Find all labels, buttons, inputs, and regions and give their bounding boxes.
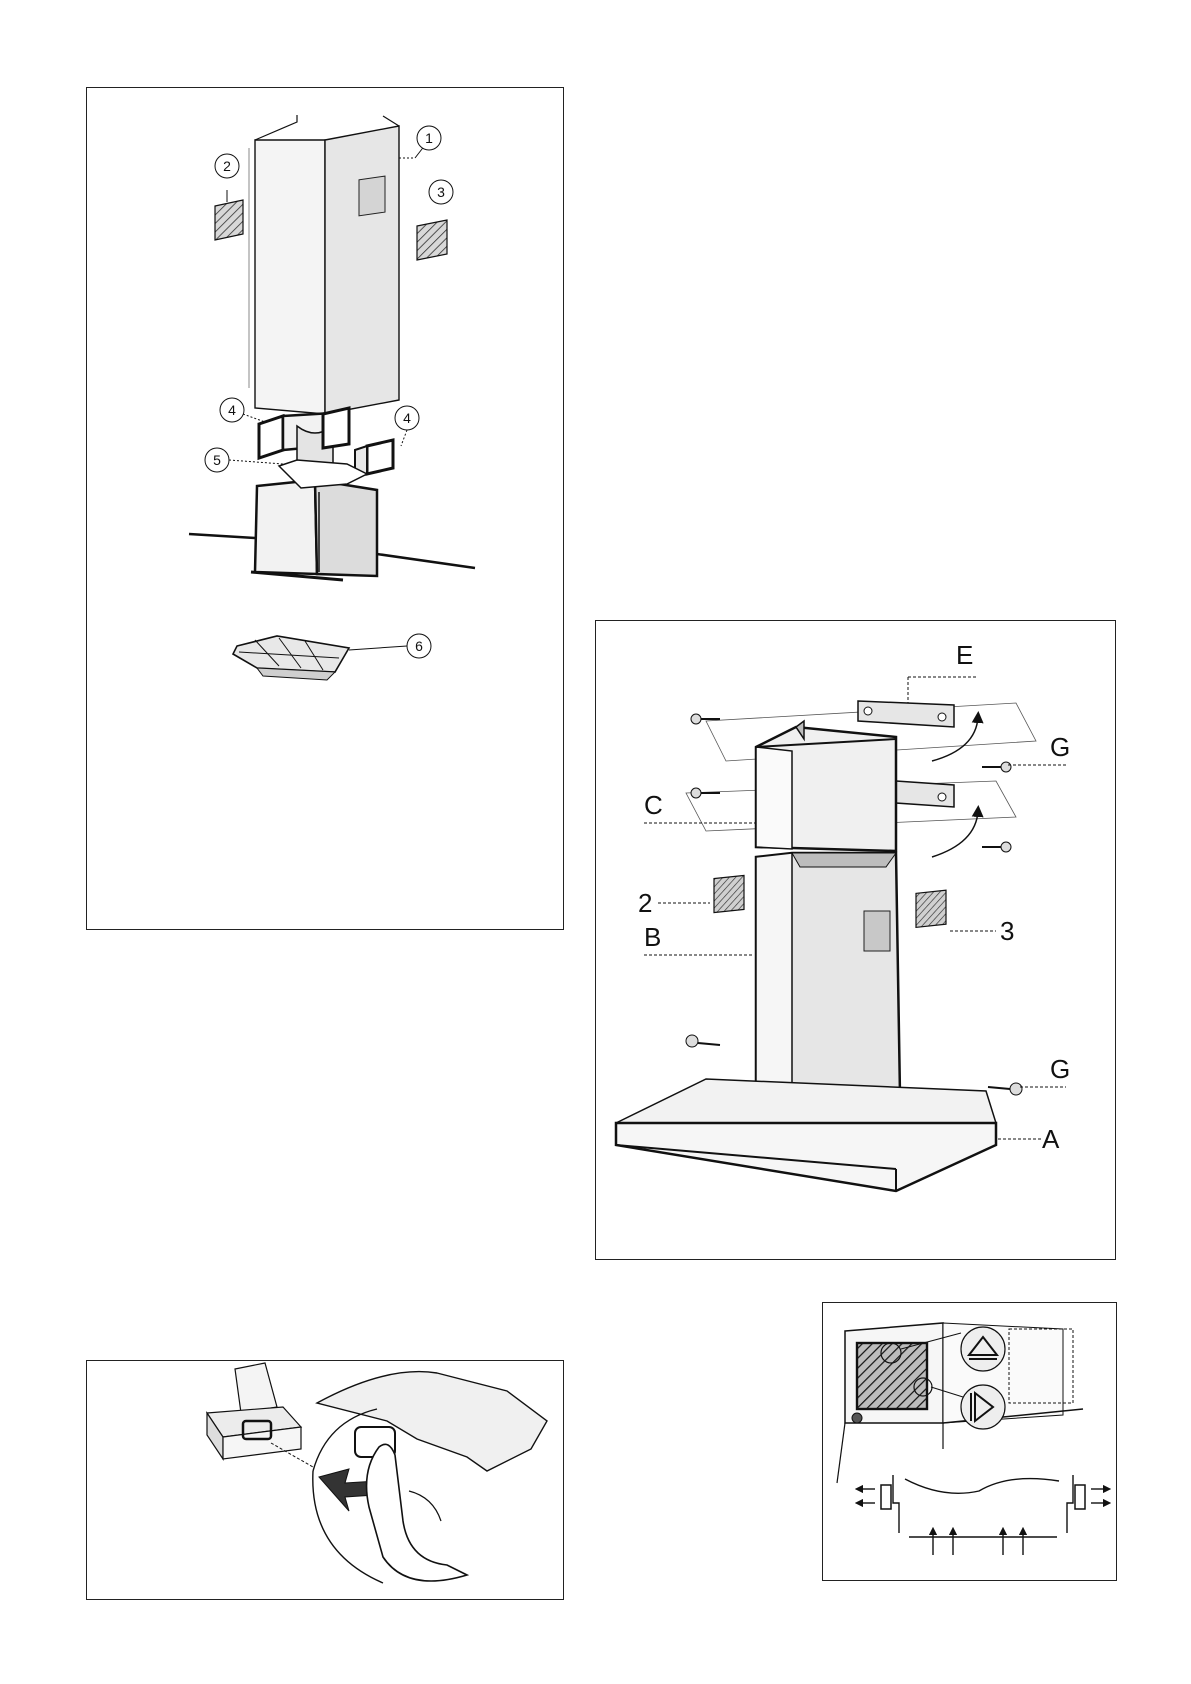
svg-text:B: B bbox=[644, 922, 661, 952]
label-g-bottom: G bbox=[1020, 1054, 1070, 1087]
svg-text:2: 2 bbox=[638, 888, 652, 918]
label-3: 3 bbox=[950, 916, 1014, 946]
upper-chimney bbox=[756, 721, 896, 851]
svg-text:G: G bbox=[1050, 732, 1070, 762]
hood-canopy bbox=[616, 1079, 996, 1191]
airflow-arrows bbox=[859, 1475, 1107, 1555]
svg-text:4: 4 bbox=[403, 410, 411, 426]
svg-text:C: C bbox=[644, 790, 663, 820]
filter-pad-3 bbox=[916, 890, 946, 927]
svg-text:3: 3 bbox=[1000, 916, 1014, 946]
motor-housing bbox=[189, 460, 475, 580]
label-e: E bbox=[908, 640, 976, 703]
exploded-view-figure: 1 2 3 4 4 bbox=[86, 87, 564, 930]
chimney-duct bbox=[249, 115, 399, 414]
svg-text:5: 5 bbox=[213, 452, 221, 468]
filter-tray-6: 6 bbox=[233, 634, 431, 680]
airflow-detail-figure bbox=[822, 1302, 1117, 1581]
magnified-detail bbox=[313, 1372, 547, 1583]
filter-removal-figure bbox=[86, 1360, 564, 1600]
lower-chimney bbox=[756, 853, 900, 1097]
filter-pad-2: 2 bbox=[215, 154, 243, 240]
small-hood bbox=[207, 1363, 313, 1467]
callout-4-right: 4 bbox=[395, 406, 419, 446]
svg-text:6: 6 bbox=[415, 638, 423, 654]
svg-text:G: G bbox=[1050, 1054, 1070, 1084]
label-b: B bbox=[644, 922, 752, 955]
callout-1: 1 bbox=[399, 126, 441, 158]
airflow-detail-drawing bbox=[823, 1303, 1118, 1582]
label-g-top: G bbox=[1008, 732, 1070, 765]
filter-pad-2 bbox=[714, 875, 744, 912]
cabinet-body bbox=[837, 1323, 1083, 1483]
label-2: 2 bbox=[638, 888, 710, 918]
svg-text:E: E bbox=[956, 640, 973, 670]
filter-removal-drawing bbox=[87, 1361, 565, 1601]
svg-text:1: 1 bbox=[425, 130, 433, 146]
assembly-view-drawing: E G C 2 B 3 G A bbox=[596, 621, 1117, 1261]
svg-text:A: A bbox=[1042, 1124, 1060, 1154]
svg-text:2: 2 bbox=[223, 158, 231, 174]
assembly-view-figure: E G C 2 B 3 G A bbox=[595, 620, 1116, 1260]
svg-text:4: 4 bbox=[228, 402, 236, 418]
label-a: A bbox=[998, 1124, 1060, 1154]
exploded-view-drawing: 1 2 3 4 4 bbox=[87, 88, 565, 931]
svg-text:3: 3 bbox=[437, 184, 445, 200]
filter-pad-3: 3 bbox=[417, 180, 453, 260]
